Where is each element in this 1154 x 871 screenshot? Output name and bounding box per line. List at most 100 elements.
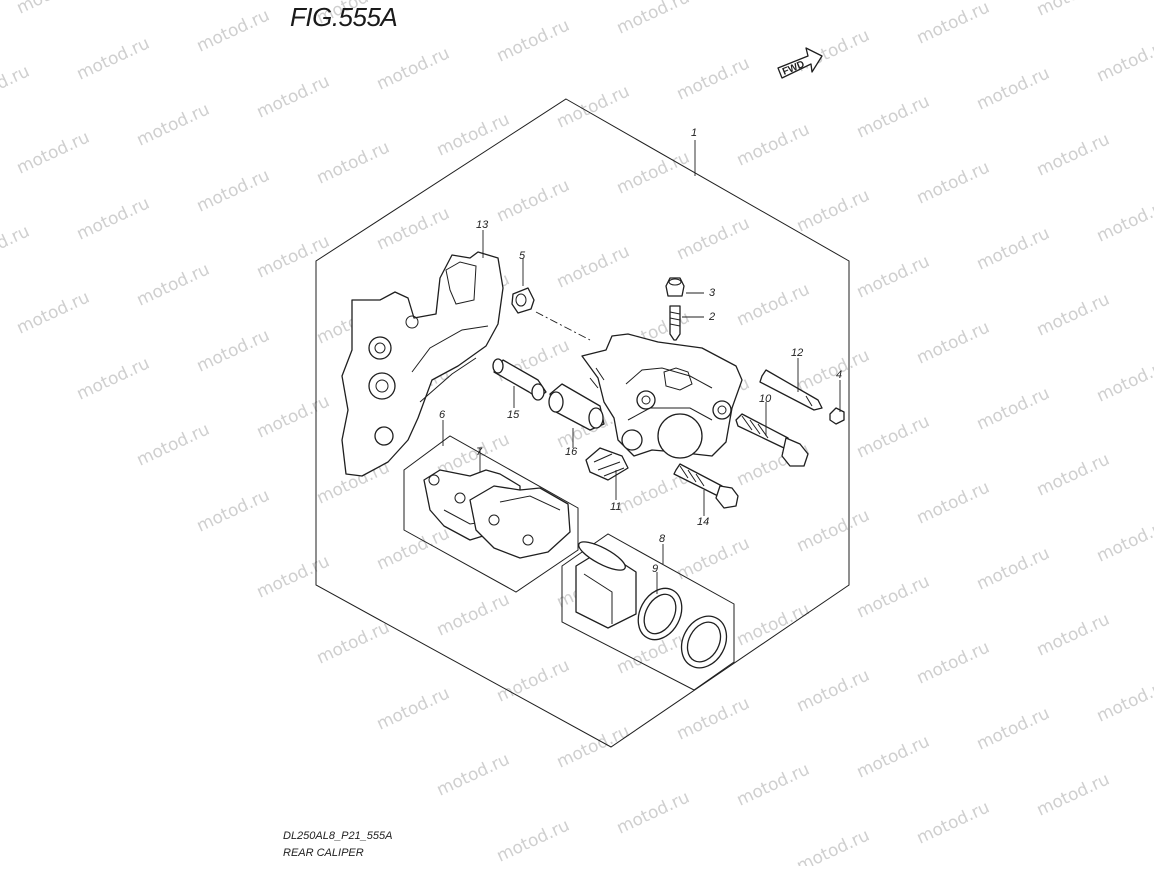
caliper-body: [582, 334, 742, 458]
watermark-text: motod.ru: [374, 203, 453, 254]
figure-name: REAR CALIPER: [283, 847, 364, 859]
watermark-text: motod.ru: [1094, 195, 1154, 246]
watermark-text: motod.ru: [1034, 609, 1113, 660]
watermark-text: motod.ru: [134, 419, 213, 470]
watermark-text: motod.ru: [194, 325, 273, 376]
callout-11: 11: [610, 501, 621, 513]
watermark-text: motod.ru: [794, 185, 873, 236]
watermark-text: motod.ru: [74, 33, 153, 84]
watermark-text: motod.ru: [854, 571, 933, 622]
watermark-text: motod.ru: [74, 353, 153, 404]
watermark-text: motod.ru: [494, 15, 573, 66]
bleeder-cap: [666, 278, 684, 296]
watermark-text: motod.ru: [854, 251, 933, 302]
watermark-text: motod.ru: [854, 411, 933, 462]
callout-4: 4: [836, 369, 842, 381]
boot: [512, 288, 534, 313]
watermark-text: motod.ru: [254, 551, 333, 602]
watermark-text: motod.ru: [374, 683, 453, 734]
watermark-text: motod.ru: [254, 71, 333, 122]
watermark-text: motod.ru: [494, 655, 573, 706]
figure-title: FIG.555A: [290, 2, 397, 33]
watermark-text: motod.ru: [434, 749, 513, 800]
watermark-text: motod.ru: [434, 109, 513, 160]
watermark-text: motod.ru: [734, 279, 813, 330]
watermark-text: motod.ru: [254, 391, 333, 442]
watermark-text: motod.ru: [974, 383, 1053, 434]
watermark-text: motod.ru: [734, 119, 813, 170]
watermark-text: motod.ru: [614, 147, 693, 198]
watermark-text: motod.ru: [674, 693, 753, 744]
watermark-text: motod.ru: [914, 637, 993, 688]
callout-12: 12: [791, 347, 803, 359]
watermark-text: motod.ru: [194, 165, 273, 216]
watermark-text: motod.ru: [794, 505, 873, 556]
watermark-text: motod.ru: [1034, 0, 1113, 21]
callout-6: 6: [439, 409, 446, 421]
watermark-text: motod.ru: [254, 231, 333, 282]
callout-10: 10: [759, 393, 772, 405]
watermark-text: motod.ru: [1034, 449, 1113, 500]
watermark-text: motod.ru: [974, 543, 1053, 594]
callout-9: 9: [652, 563, 658, 575]
watermark-text: motod.ru: [734, 759, 813, 810]
watermark-text: motod.ru: [494, 815, 573, 866]
watermark-text: motod.ru: [1034, 289, 1113, 340]
watermark-text: motod.ru: [794, 665, 873, 716]
watermark-text: motod.ru: [914, 0, 993, 49]
watermark-text: motod.ru: [494, 175, 573, 226]
watermark-text: motod.ru: [794, 345, 873, 396]
watermark-text: motod.ru: [554, 721, 633, 772]
callout-1: 1: [691, 127, 697, 139]
figure-code: DL250AL8_P21_555A: [283, 830, 392, 842]
watermark-text: motod.ru: [14, 287, 93, 338]
watermark-text: motod.ru: [734, 599, 813, 650]
watermark-text: motod.ru: [554, 81, 633, 132]
bleeder-valve: [670, 306, 680, 340]
watermark-text: motod.ru: [794, 825, 873, 866]
watermark-text: motod.ru: [1034, 129, 1113, 180]
watermark-text: motod.ru: [14, 127, 93, 178]
watermark-text: motod.ru: [314, 617, 393, 668]
watermark-text: motod.ru: [914, 157, 993, 208]
watermark-text: motod.ru: [0, 61, 33, 112]
callout-15: 15: [507, 409, 520, 421]
watermark-text: motod.ru: [674, 53, 753, 104]
watermark-text: motod.ru: [854, 731, 933, 782]
watermark-text: motod.ru: [14, 0, 93, 19]
callout-5: 5: [519, 250, 526, 262]
callout-13: 13: [476, 219, 489, 231]
brake-pad-front: [470, 486, 570, 558]
watermark-text: motod.ru: [974, 223, 1053, 274]
watermark-text: motod.ru: [314, 137, 393, 188]
watermark-text: motod.ru: [434, 589, 513, 640]
pin-boot: [549, 384, 604, 430]
watermark-text: motod.ru: [134, 259, 213, 310]
watermark-text: motod.ru: [674, 213, 753, 264]
watermark-text: motod.ru: [854, 91, 933, 142]
callout-14: 14: [697, 516, 709, 528]
callout-7: 7: [476, 446, 483, 458]
watermark-text: motod.ru: [1094, 35, 1154, 86]
watermark-text: motod.ru: [0, 221, 33, 272]
watermark-text: motod.ru: [914, 317, 993, 368]
pad-pin-plug: [830, 408, 844, 424]
watermark-text: motod.ru: [554, 241, 633, 292]
watermark-text: motod.ru: [1094, 355, 1154, 406]
pad-spring: [586, 448, 628, 480]
callout-8: 8: [659, 533, 666, 545]
watermark-text: motod.ru: [194, 485, 273, 536]
watermark-text: motod.ru: [1034, 769, 1113, 820]
watermark-text: motod.ru: [374, 523, 453, 574]
watermark-text: motod.ru: [974, 703, 1053, 754]
watermark-text: motod.ru: [374, 43, 453, 94]
callout-2: 2: [708, 311, 715, 323]
callout-16: 16: [565, 446, 578, 458]
watermark-text: motod.ru: [614, 787, 693, 838]
watermark-text: motod.ru: [1094, 675, 1154, 726]
watermark-text: motod.ru: [1094, 515, 1154, 566]
watermark-text: motod.ru: [134, 99, 213, 150]
